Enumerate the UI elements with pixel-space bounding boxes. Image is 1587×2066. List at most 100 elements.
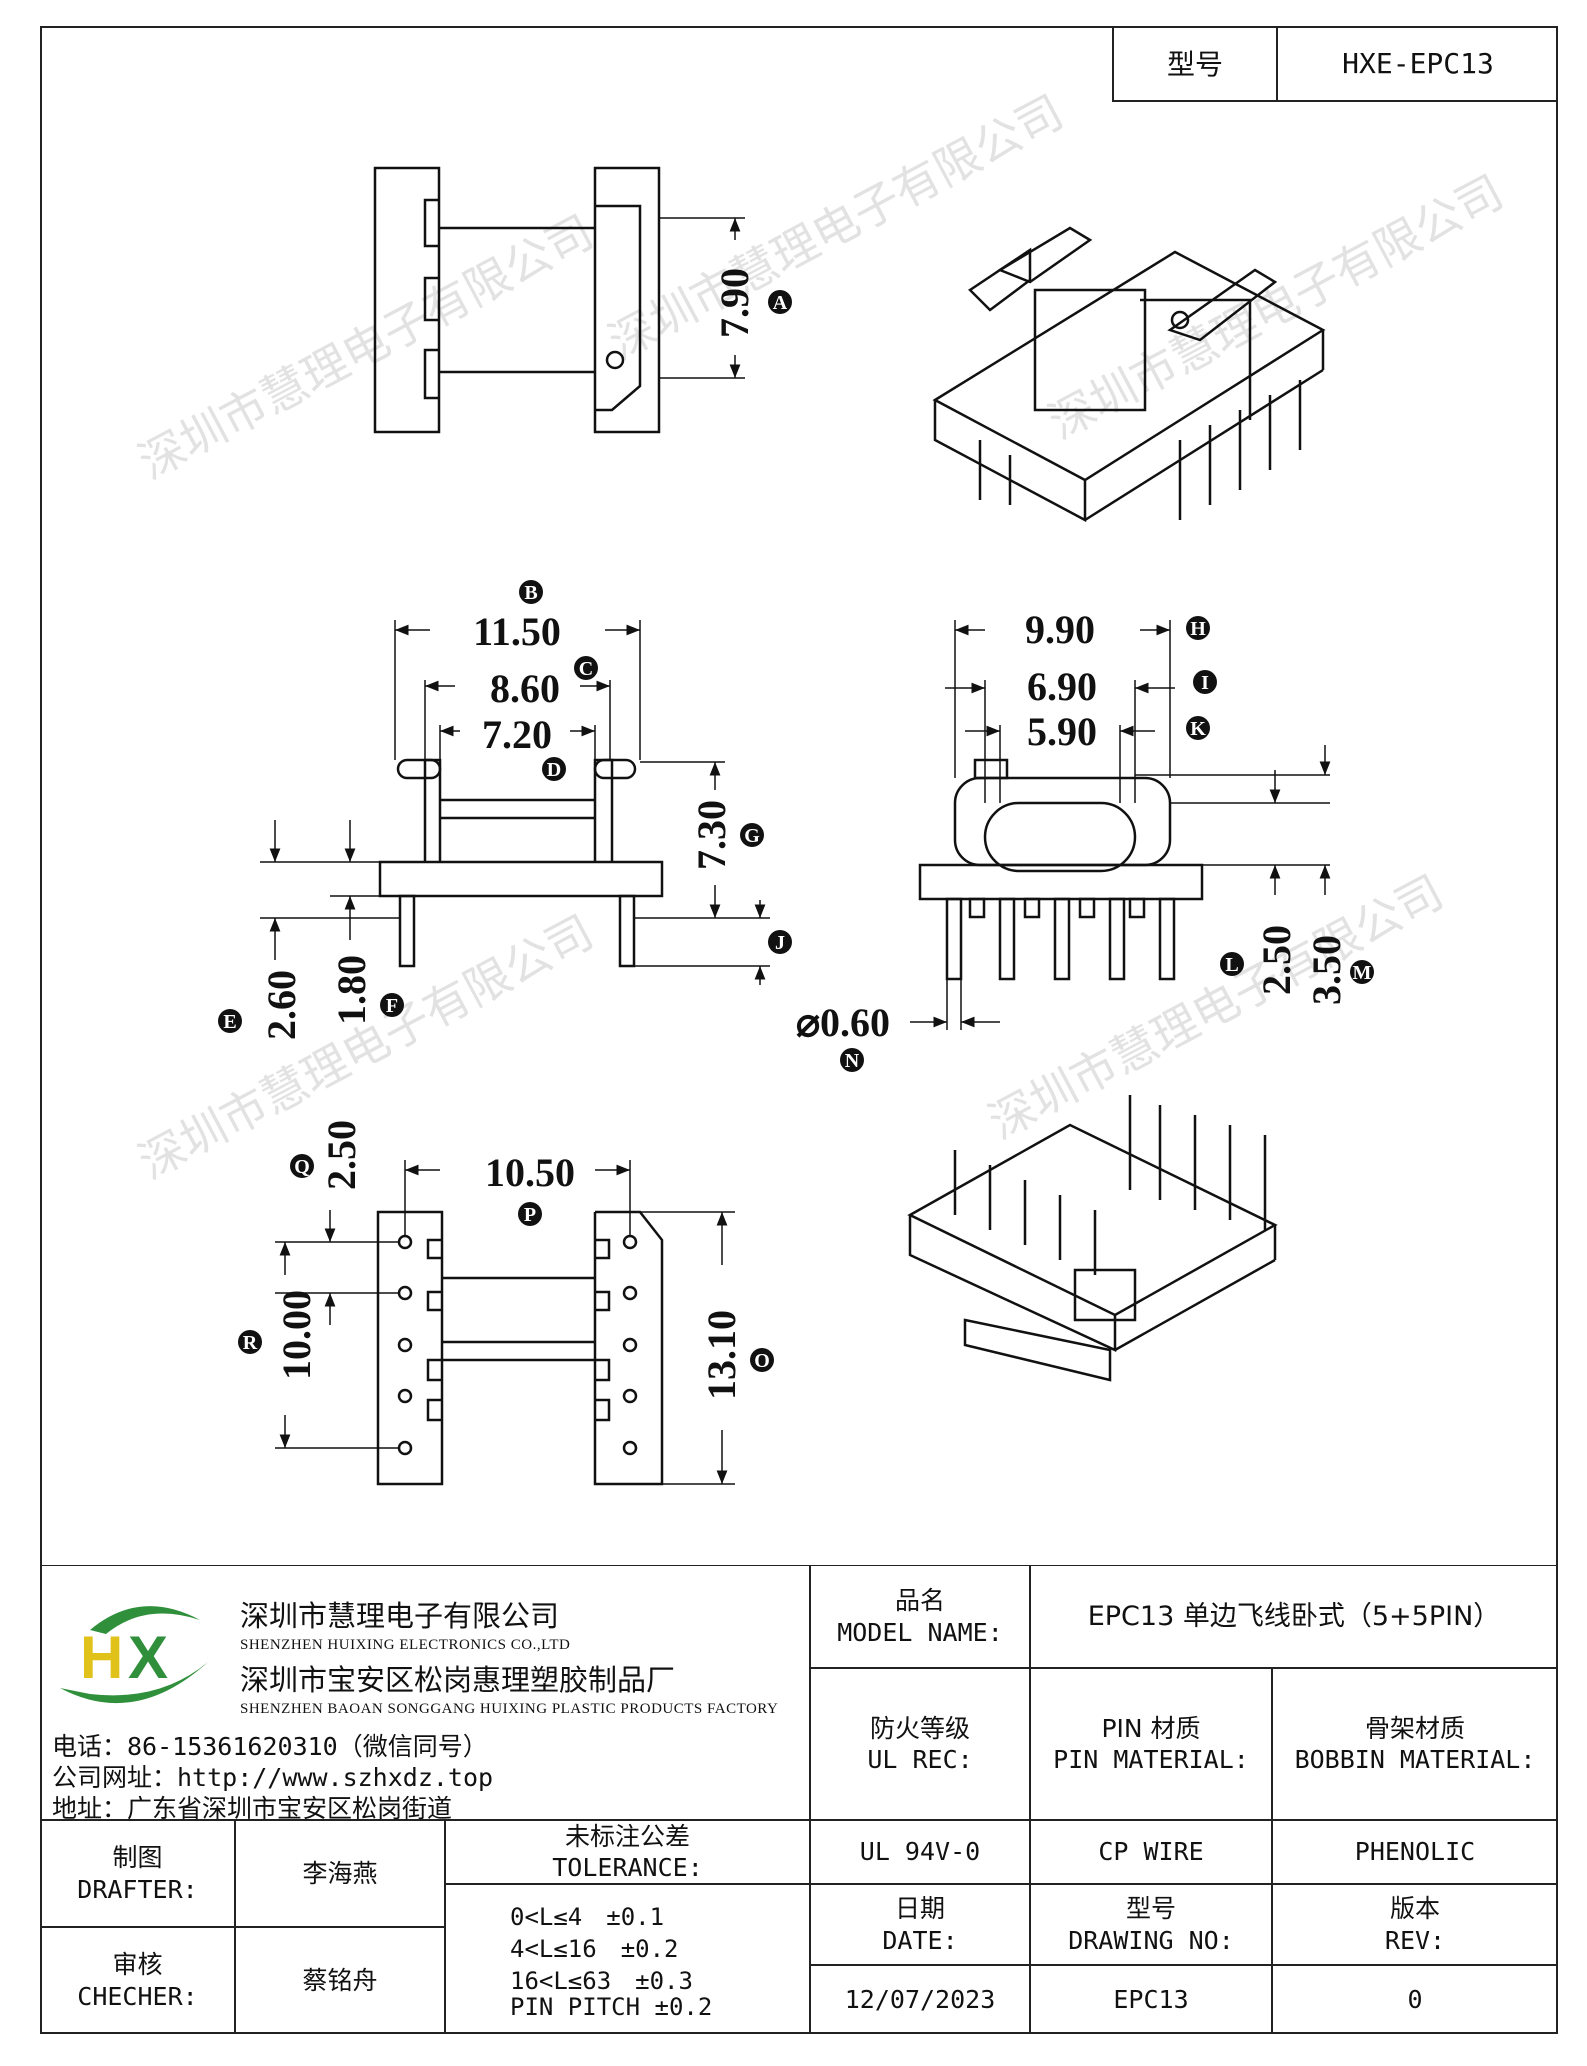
rev-value: 0 [1407, 1984, 1423, 2014]
model-header: 型号 HXE-EPC13 [1112, 26, 1558, 102]
model-name-label: 品名 MODEL NAME: [810, 1565, 1030, 1668]
company-info: H X 深圳市慧理电子有限公司 SHENZHEN HUIXING ELECTRO… [40, 1565, 810, 1823]
dim-I-value: 6.90 [1027, 664, 1097, 709]
company-website[interactable]: 公司网址：http://www.szhxdz.top [52, 1763, 494, 1792]
watermark-3: 深圳市慧理电子有限公司 [1040, 164, 1512, 449]
dim-P-letter: P [524, 1204, 536, 1226]
dim-C-value: 8.60 [490, 666, 560, 711]
dim-A-letter: A [773, 292, 788, 314]
model-name-value: EPC13 单边飞线卧式（5+5PIN） [1030, 1565, 1558, 1668]
dim-F-letter: F [386, 995, 398, 1017]
dim-O-value: 13.10 [699, 1310, 744, 1400]
dim-J-letter: J [775, 932, 785, 954]
dim-H-letter: H [1190, 618, 1206, 640]
date-value: 12/07/2023 [844, 1984, 996, 2014]
front-view [378, 758, 664, 968]
tolerance-cn: 未标注公差 [564, 1821, 690, 1851]
drawing-frame [40, 26, 1558, 2034]
dim-C-letter: C [579, 658, 593, 680]
dim-M-letter: M [1353, 962, 1372, 984]
dim-N-marker [840, 1048, 864, 1072]
logo-letter-h: H [80, 1624, 123, 1691]
dim-L-marker [1220, 952, 1244, 976]
dimension-labels: 7.90 A B 11.50 8.60 C 7.20 D 2.60 E 1.80… [218, 268, 1374, 1400]
drawing-no-en: DRAWING NO: [1068, 1925, 1234, 1955]
model-label: 型号 [1114, 26, 1278, 100]
dim-C-marker [574, 656, 598, 680]
dim-D-value: 7.20 [482, 712, 552, 757]
bobbin-material-cn: 骨架材质 [1364, 1713, 1465, 1743]
rev-label: 版本 REV: [1272, 1884, 1558, 1965]
drawing-no-value: EPC13 [1113, 1984, 1189, 2014]
dim-A-marker [768, 290, 792, 314]
drafter-en: DRAFTER: [77, 1874, 198, 1904]
dim-R-letter: R [243, 1332, 258, 1354]
dim-K-value: 5.90 [1027, 709, 1097, 754]
dim-F-marker [380, 993, 404, 1017]
dim-J-marker [768, 930, 792, 954]
dim-F-value: 1.80 [329, 955, 374, 1025]
checker-cn: 审核 [112, 1950, 163, 1980]
pin-material-label: PIN 材质 PIN MATERIAL: [1030, 1668, 1272, 1820]
dim-E-marker [218, 1009, 242, 1033]
company-phone: 电话：86-15361620310（微信同号） [52, 1732, 488, 1761]
tolerance-line-2: 4<L≤16 ±0.2 [510, 1935, 679, 1963]
company-logo: H X [60, 1606, 208, 1704]
isometric-view-top [932, 226, 1326, 523]
factory-name-cn: 深圳市宝安区松岗惠理塑胶制品厂 [240, 1663, 676, 1697]
dim-L-letter: L [1225, 954, 1238, 976]
dim-B-marker [519, 580, 543, 604]
model-name-value-text: EPC13 单边飞线卧式（5+5PIN） [1087, 1600, 1501, 1632]
drawing-no-cn: 型号 [1125, 1894, 1176, 1924]
ul-rec-en: UL REC: [867, 1745, 973, 1774]
dim-D-marker [542, 757, 566, 781]
dim-H-marker [1186, 616, 1210, 640]
logo-letter-x: X [128, 1624, 168, 1691]
drawing-no-label: 型号 DRAWING NO: [1030, 1884, 1272, 1965]
drafter-value: 李海燕 [302, 1858, 378, 1888]
watermark-4: 深圳市慧理电子有限公司 [130, 904, 602, 1189]
pin-material-value: CP WIRE [1098, 1837, 1204, 1867]
dim-K-marker [1186, 716, 1210, 740]
bobbin-material-label: 骨架材质 BOBBIN MATERIAL: [1272, 1668, 1558, 1820]
dim-B-value: 11.50 [473, 609, 561, 654]
dim-Q-value: 2.50 [319, 1120, 364, 1190]
model-name-en: MODEL NAME: [837, 1617, 1003, 1647]
title-block-grid [40, 1565, 1558, 2034]
date-label: 日期 DATE: [810, 1884, 1030, 1965]
drafter-cn: 制图 [112, 1843, 163, 1873]
ul-rec-value: UL 94V-0 [859, 1837, 981, 1867]
dim-B-letter: B [524, 582, 537, 604]
dim-G-letter: G [744, 825, 760, 847]
isometric-view-bottom [907, 1095, 1278, 1382]
dim-M-value: 3.50 [1304, 935, 1349, 1005]
side-view [918, 758, 1204, 981]
pin-material-en: PIN MATERIAL: [1053, 1745, 1249, 1774]
checker-en: CHECHER: [77, 1981, 198, 2011]
model-name-cn: 品名 [894, 1586, 945, 1616]
tolerance-line-4: PIN PITCH ±0.2 [510, 1993, 713, 2021]
dim-R-value: 10.00 [274, 1290, 319, 1380]
technical-drawing: 深圳市慧理电子有限公司 深圳市慧理电子有限公司 深圳市慧理电子有限公司 深圳市慧… [130, 84, 1512, 1486]
company-address: 地址：广东省深圳市宝安区松岗街道 [52, 1794, 453, 1823]
dim-I-marker [1193, 670, 1217, 694]
bottom-view [376, 1210, 664, 1486]
dim-O-letter: O [754, 1350, 770, 1372]
top-view [373, 166, 661, 434]
tolerance-line-1: 0<L≤4 ±0.1 [510, 1903, 665, 1931]
dim-Q-marker [290, 1154, 314, 1178]
rev-en: REV: [1384, 1925, 1446, 1955]
company-name-cn: 深圳市慧理电子有限公司 [240, 1599, 560, 1633]
factory-name-en: SHENZHEN BAOAN SONGGANG HUIXING PLASTIC … [240, 1701, 779, 1717]
dim-Q-letter: Q [294, 1156, 310, 1178]
date-en: DATE: [882, 1925, 958, 1955]
dim-P-value: 10.50 [485, 1150, 575, 1195]
company-name-en: SHENZHEN HUIXING ELECTRONICS CO.,LTD [240, 1637, 571, 1653]
dim-E-letter: E [223, 1011, 236, 1033]
watermark-5: 深圳市慧理电子有限公司 [980, 864, 1452, 1149]
dim-M-marker [1350, 960, 1374, 984]
watermark-1: 深圳市慧理电子有限公司 [130, 204, 602, 489]
title-block: H X 深圳市慧理电子有限公司 SHENZHEN HUIXING ELECTRO… [40, 1565, 1558, 2034]
model-value: HXE-EPC13 [1342, 46, 1494, 80]
tolerance-label: 未标注公差 TOLERANCE: [445, 1820, 810, 1884]
